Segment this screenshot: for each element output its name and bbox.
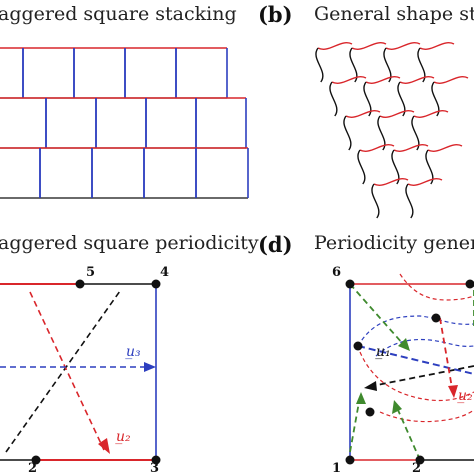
node-inner-top (431, 313, 441, 323)
tile-top-edge (379, 110, 415, 118)
node-4 (151, 279, 161, 289)
general-shape-tiling (315, 42, 469, 219)
vector-green-left-arrowhead (356, 392, 366, 404)
panel-d-title: Periodicity genera (314, 232, 474, 254)
dashed-blue-boundary-top (357, 315, 474, 347)
dashed-red-boundary-bottom (379, 409, 474, 423)
tile-top-edge (359, 144, 395, 152)
tile-top-edge (317, 42, 353, 50)
panel-d-label: (d) (258, 232, 293, 257)
tile-side-edge (343, 115, 352, 151)
tile-top-edge (373, 178, 409, 186)
tile-side-edge (405, 183, 414, 219)
vector-u2-line (439, 317, 453, 389)
vector-green-left (349, 401, 360, 453)
node-inner-lower (365, 407, 375, 417)
node-2-label: 2 (412, 461, 421, 474)
tile-side-edge (363, 81, 372, 117)
vector-green-bottom (397, 409, 421, 461)
panel-c-title: aggered square periodicity (0, 232, 259, 254)
tile-top-edge (433, 76, 469, 84)
tile-side-edge (383, 47, 392, 83)
staggered-square-grid (0, 47, 249, 199)
tile-top-edge (399, 76, 435, 84)
vector-u1-label: u̲₁ (375, 344, 390, 360)
panel-c: aggered square periodicity u̲₃ u̲₂ 5 4 2… (0, 232, 259, 474)
vector-u2-arrowhead (448, 385, 458, 398)
panel-d: (d) Periodicity genera u̲₁ u̲₂ (258, 232, 474, 474)
panel-a: aggered square stacking (0, 3, 249, 199)
tile-top-edge (331, 76, 367, 84)
panel-a-title: aggered square stacking (0, 3, 237, 25)
vector-u2-label: u̲₂ (457, 388, 473, 404)
tile-side-edge (357, 149, 366, 185)
tile-top-edge (393, 144, 429, 152)
vector-u1-arrowhead (364, 381, 377, 391)
tile-side-edge (329, 81, 338, 117)
vector-u2-label: u̲₂ (115, 429, 131, 445)
dashed-red-boundary-middle (359, 351, 474, 402)
vector-blue-dashed (357, 345, 474, 375)
tile-side-edge (349, 47, 358, 83)
tile-top-edge (385, 42, 421, 50)
node-inner-left (353, 341, 363, 351)
node-4-label: 4 (160, 265, 169, 280)
dashed-red-boundary-top (399, 273, 474, 301)
tile-side-edge (397, 81, 406, 117)
node-2 (415, 455, 425, 465)
dashed-blue-boundary-lower (375, 338, 474, 357)
vector-u2-line (29, 291, 105, 451)
tile-side-edge (371, 183, 380, 219)
tile-side-edge (391, 149, 400, 185)
node-6-label: 6 (332, 265, 341, 280)
tile-top-edge (407, 178, 443, 186)
vector-green-top-arrowhead (398, 338, 410, 351)
vector-u1-line (371, 365, 474, 387)
node-1 (345, 455, 355, 465)
node-5 (75, 279, 85, 289)
panel-b-label: (b) (258, 2, 293, 27)
vector-green-bottom-arrowhead (392, 400, 402, 414)
node-2 (31, 455, 41, 465)
tile-top-edge (419, 42, 455, 50)
node-3 (151, 455, 161, 465)
tile-top-edge (427, 144, 463, 152)
tile-top-edge (345, 110, 381, 118)
node-6 (345, 279, 355, 289)
node-top-right (465, 279, 474, 289)
tile-side-edge (377, 115, 386, 151)
tile-side-edge (425, 149, 434, 185)
tile-side-edge (417, 47, 426, 83)
panel-b: (b) General shape stack (258, 2, 474, 219)
node-3-label: 3 (150, 461, 159, 474)
vector-green-top (349, 283, 404, 345)
vector-black-diagonal (5, 290, 121, 453)
tile-side-edge (411, 115, 420, 151)
node-5-label: 5 (86, 265, 95, 280)
tile-side-edge (315, 47, 324, 83)
tile-top-edge (351, 42, 387, 50)
node-1-label: 1 (332, 461, 341, 474)
vector-u3-arrowhead (144, 362, 156, 372)
vector-u3-label: u̲₃ (125, 344, 141, 360)
tile-top-edge (365, 76, 401, 84)
vector-u2-arrowhead (98, 438, 110, 454)
tile-side-edge (431, 81, 440, 117)
tile-top-edge (413, 110, 449, 118)
panel-b-title: General shape stack (314, 3, 474, 25)
node-2-label: 2 (28, 461, 37, 474)
